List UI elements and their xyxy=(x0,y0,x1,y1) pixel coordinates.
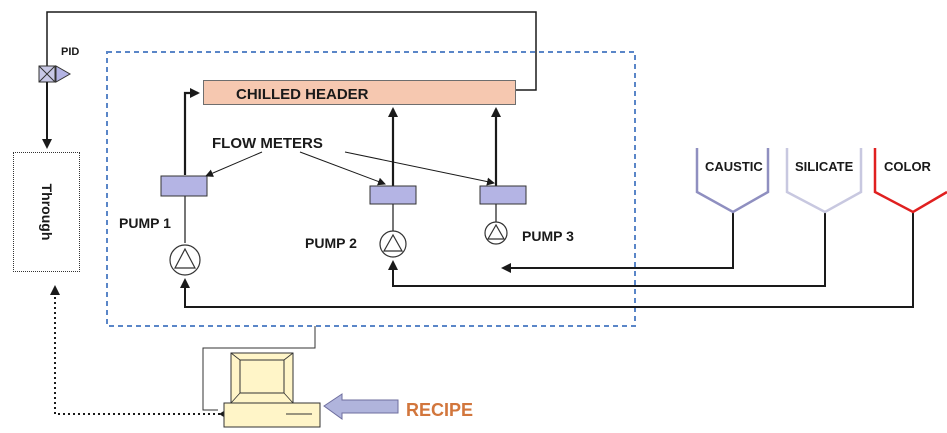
flow-meters-pointer-3 xyxy=(344,151,495,186)
color-supply-line xyxy=(180,212,914,308)
pump-1-icon[interactable] xyxy=(169,244,201,276)
recipe-label: RECIPE xyxy=(406,400,474,420)
through-label: Through xyxy=(39,183,55,241)
color-label: COLOR xyxy=(884,159,931,174)
caustic-tank[interactable] xyxy=(695,148,770,214)
through-tank[interactable] xyxy=(13,152,80,272)
computer-icon[interactable] xyxy=(223,352,321,428)
control-boundary xyxy=(106,51,636,327)
flow-meters-pointer-2 xyxy=(299,151,386,186)
silicate-label: SILICATE xyxy=(795,159,854,174)
silicate-tank[interactable] xyxy=(785,148,863,214)
flow-meters-pointer-1 xyxy=(205,151,263,177)
pid-label: PID xyxy=(61,46,80,58)
chilled-header-label: CHILLED HEADER xyxy=(236,86,369,103)
pump-3-icon[interactable] xyxy=(484,221,508,245)
pid-valve-icon[interactable] xyxy=(38,65,72,83)
pump-3-label: PUMP 3 xyxy=(522,228,574,244)
chilled-header[interactable] xyxy=(203,80,516,105)
computer-cable xyxy=(202,326,316,411)
caustic-supply-line xyxy=(501,212,734,273)
meter1-to-header-line xyxy=(183,88,200,175)
pump-1-label: PUMP 1 xyxy=(119,215,171,231)
flow-meter-2[interactable] xyxy=(369,185,417,205)
flow-meters-label: FLOW METERS xyxy=(212,135,323,152)
silicate-supply-line xyxy=(388,212,826,287)
caustic-label: CAUSTIC xyxy=(705,159,763,174)
pump-2-icon[interactable] xyxy=(379,230,407,258)
pump-2-label: PUMP 2 xyxy=(305,235,357,251)
recipe-arrow-icon xyxy=(323,393,399,420)
flow-meter-1[interactable] xyxy=(160,175,208,197)
through-computer-link xyxy=(50,285,225,415)
flow-meter-3[interactable] xyxy=(479,185,527,205)
return-line xyxy=(46,11,537,91)
color-tank[interactable] xyxy=(873,148,947,214)
